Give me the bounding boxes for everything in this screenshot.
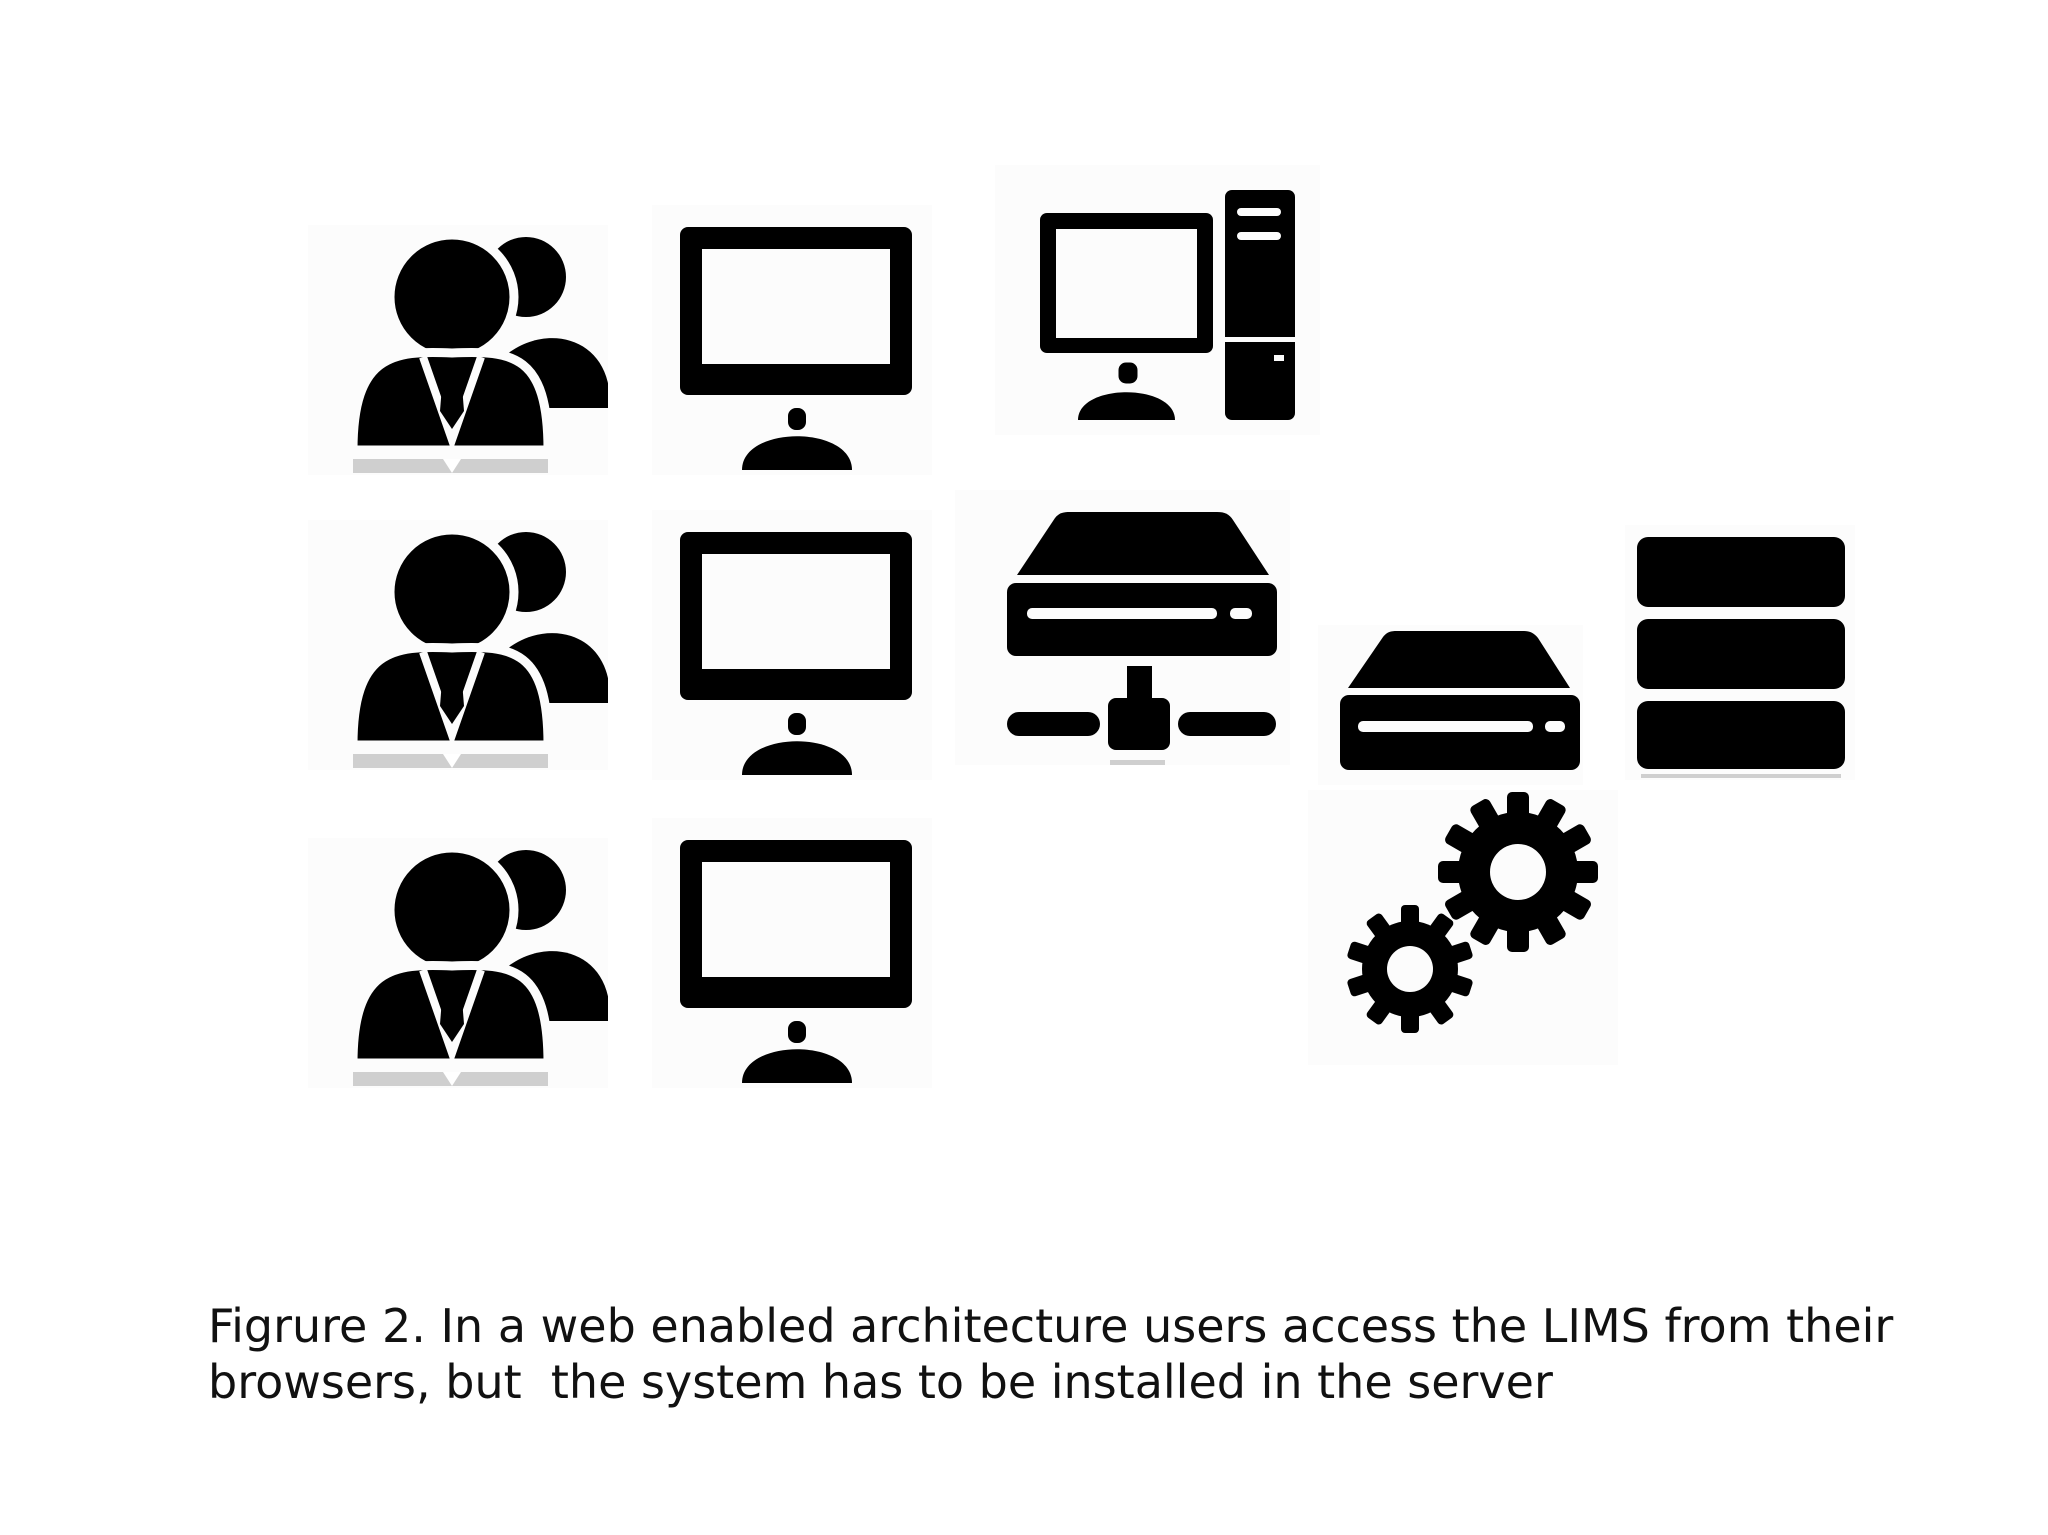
users-icon	[308, 838, 608, 1088]
caption-line-1: Figrure 2. In a web enabled architecture…	[208, 1299, 1894, 1353]
network-server-icon	[955, 490, 1290, 765]
server-icon	[1318, 625, 1583, 785]
figure-caption: Figrure 2. In a web enabled architecture…	[208, 1298, 1998, 1410]
users-icon	[308, 520, 608, 770]
monitor-icon	[652, 205, 932, 475]
users-icon	[308, 225, 608, 475]
monitor-icon	[652, 510, 932, 780]
monitor-icon	[652, 818, 932, 1088]
desktop-computer-icon	[995, 165, 1320, 435]
database-stack-icon	[1625, 525, 1855, 780]
gears-icon	[1308, 790, 1618, 1065]
caption-line-2: browsers, but the system has to be insta…	[208, 1355, 1553, 1409]
